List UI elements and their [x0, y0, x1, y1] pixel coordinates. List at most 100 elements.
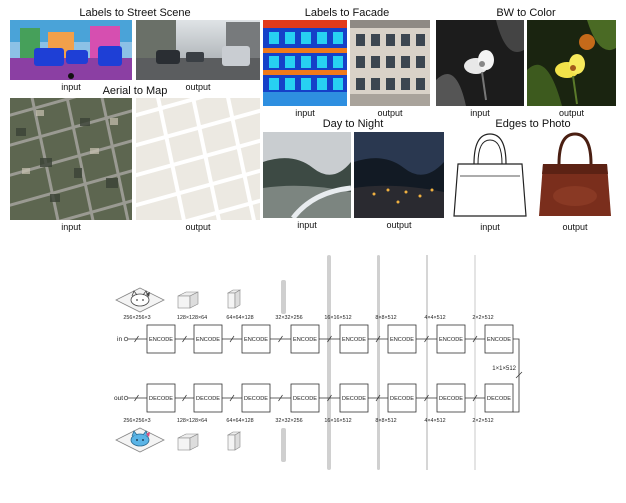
facade-output-image: [350, 20, 430, 106]
bottleneck-connector: [513, 338, 520, 413]
aerial-input-caption: input: [61, 222, 81, 232]
decode-label: DECODE: [244, 396, 268, 402]
volume-128-bottom: [177, 433, 199, 451]
dimension-label: 64×64×128: [226, 418, 253, 424]
street-output-caption: output: [185, 82, 211, 92]
skip-bars: [281, 255, 476, 470]
facade-input-image: [263, 20, 347, 106]
decode-label: DECODE: [439, 396, 463, 402]
facade-input-caption: input: [295, 108, 315, 118]
decode-block: [146, 383, 176, 413]
connector-tick: [182, 335, 187, 343]
decode-block: [290, 383, 320, 413]
decode-block: [241, 383, 271, 413]
dimension-label: 128×128×64: [177, 315, 207, 321]
encode-block: [387, 324, 417, 354]
dimension-label: 8×8×512: [375, 418, 396, 424]
dimension-label: 2×2×512: [472, 418, 493, 424]
decode-label: DECODE: [293, 396, 317, 402]
in-node: [123, 336, 129, 342]
encode-label: ENCODE: [439, 337, 463, 343]
bottleneck-label: 1×1×512: [492, 366, 516, 372]
in-label: in: [117, 336, 122, 343]
skip-bar-16: [327, 255, 331, 470]
encode-block: [290, 324, 320, 354]
aerial-output-image: [136, 98, 260, 220]
skip-bar-8: [377, 255, 380, 470]
decode-block: [339, 383, 369, 413]
dimension-label: 32×32×256: [275, 418, 302, 424]
encode-block: [146, 324, 176, 354]
street-input-caption: input: [61, 82, 81, 92]
out-label: out: [114, 395, 123, 402]
connector-tick: [472, 335, 478, 343]
dimension-label: 16×16×512: [324, 315, 351, 321]
volume-64-top: [226, 289, 242, 309]
skip-bar-32: [281, 280, 286, 314]
connector-tick: [229, 335, 235, 343]
out-node: [123, 395, 129, 401]
connector-tick: [327, 394, 332, 402]
output-sketch: [115, 427, 165, 453]
encode-label: ENCODE: [390, 337, 414, 343]
volume-128-top: [177, 291, 199, 309]
dimension-label: 4×4×512: [424, 418, 445, 424]
connector-tick: [472, 394, 478, 402]
dimension-label: 8×8×512: [375, 315, 396, 321]
encode-label: ENCODE: [293, 337, 317, 343]
connector-tick: [424, 335, 429, 343]
dimension-label: 2×2×512: [472, 315, 493, 321]
dimension-label: 256×256×3: [123, 418, 150, 424]
decode-label: DECODE: [487, 396, 511, 402]
connector-tick: [278, 394, 283, 402]
bw-output-caption: output: [558, 108, 585, 118]
connector-tick: [424, 394, 429, 402]
decode-label: DECODE: [390, 396, 414, 402]
volume-64-bottom: [226, 431, 242, 451]
dimension-label: 16×16×512: [324, 418, 351, 424]
street-input-image: [10, 20, 132, 80]
street-title: Labels to Street Scene: [79, 7, 191, 19]
edges-title: Edges to Photo: [495, 118, 571, 130]
aerial-output-caption: output: [185, 222, 211, 232]
dimension-label: 256×256×3: [123, 315, 150, 321]
encode-label: ENCODE: [149, 337, 173, 343]
input-sketch: [115, 287, 165, 313]
dimension-label: 64×64×128: [226, 315, 253, 321]
encode-block: [241, 324, 271, 354]
daynight-output-caption: output: [386, 220, 412, 230]
edges-input-image: [450, 130, 530, 220]
edges-output-caption: output: [562, 222, 588, 232]
encoder-decoder-diagram: ENCODE256×256×3ENCODE128×128×64ENCODE64×…: [114, 255, 523, 470]
connector-tick: [182, 394, 187, 402]
skip-bar-32-bottom: [281, 428, 286, 462]
connector-tick: [134, 335, 139, 343]
dimension-label: 128×128×64: [177, 418, 207, 424]
bw-title: BW to Color: [496, 7, 556, 19]
connector-tick: [375, 335, 381, 343]
bw-input-image: [436, 20, 524, 106]
connector-tick: [375, 394, 381, 402]
decode-block: [387, 383, 417, 413]
aerial-title: Aerial to Map: [102, 85, 168, 97]
encode-block: [193, 324, 223, 354]
encode-label: ENCODE: [342, 337, 366, 343]
encode-block: [484, 324, 514, 354]
daynight-title: Day to Night: [322, 118, 384, 130]
encode-label: ENCODE: [487, 337, 511, 343]
encode-label: ENCODE: [244, 337, 268, 343]
decode-block: [484, 383, 514, 413]
encode-block: [339, 324, 369, 354]
decode-label: DECODE: [196, 396, 220, 402]
connector-tick: [278, 335, 283, 343]
facade-output-caption: output: [377, 108, 403, 118]
dimension-label: 32×32×256: [275, 315, 302, 321]
aerial-input-image: [10, 98, 132, 220]
dimension-label: 4×4×512: [424, 315, 445, 321]
bottleneck-tick: [515, 371, 523, 379]
connector-tick: [327, 335, 332, 343]
decoder-row: DECODE 256×256×3 DECODE 128×128×64 DECODE 64×…: [123, 383, 514, 424]
bw-output-image: [527, 20, 616, 106]
decode-block: [193, 383, 223, 413]
